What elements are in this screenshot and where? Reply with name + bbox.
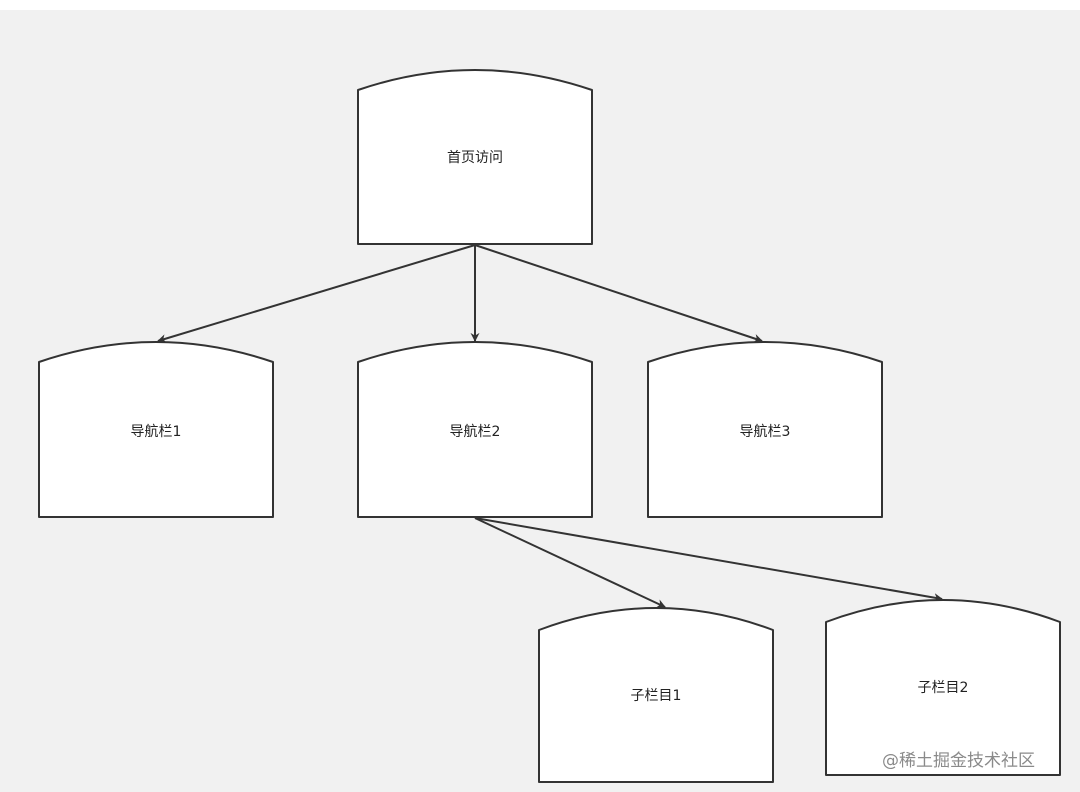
node-label: 子栏目1	[631, 688, 682, 704]
edge-home-to-nav3	[474, 244, 763, 343]
node-label: 导航栏1	[131, 424, 182, 440]
node-sub2[interactable]: 子栏目2	[825, 599, 1061, 776]
edge-nav2-to-sub1	[474, 517, 666, 608]
node-shape	[647, 341, 883, 518]
node-label: 子栏目2	[918, 680, 969, 696]
node-shape	[825, 599, 1061, 776]
node-shape	[357, 341, 593, 518]
node-nav1[interactable]: 导航栏1	[38, 341, 274, 518]
node-nav2[interactable]: 导航栏2	[357, 341, 593, 518]
edge-nav2-to-sub2	[474, 517, 943, 603]
node-sub1[interactable]: 子栏目1	[538, 607, 774, 783]
node-label: 导航栏2	[450, 424, 501, 440]
top-band	[0, 0, 1080, 10]
node-label: 导航栏3	[740, 424, 791, 440]
node-shape	[357, 69, 593, 245]
node-label: 首页访问	[447, 150, 503, 166]
edge-home-to-nav1	[157, 244, 476, 343]
node-shape	[38, 341, 274, 518]
node-shape	[538, 607, 774, 783]
node-nav3[interactable]: 导航栏3	[647, 341, 883, 518]
watermark-text: @稀土掘金技术社区	[878, 744, 1041, 773]
node-home[interactable]: 首页访问	[357, 69, 593, 245]
